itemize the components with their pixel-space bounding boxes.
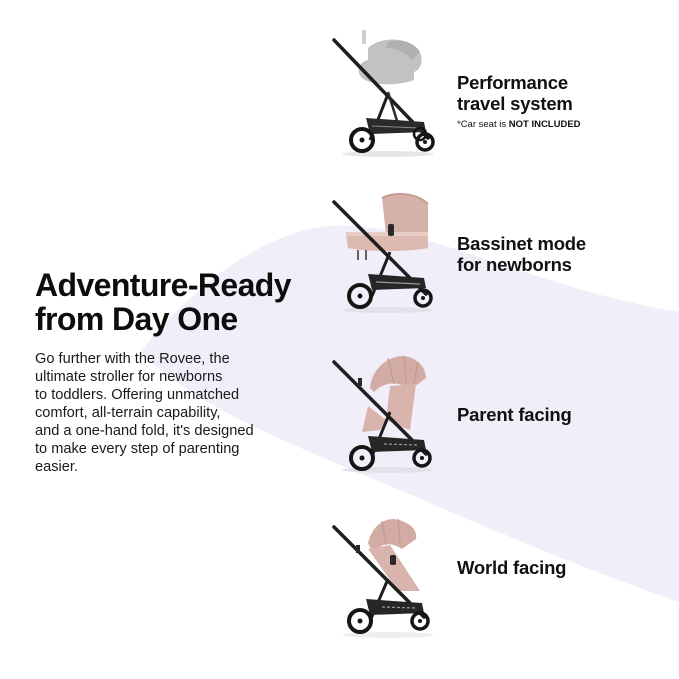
mode-title-line: Performance xyxy=(457,72,568,93)
note-emphasis: NOT INCLUDED xyxy=(508,119,581,130)
mode-title-line: Parent facing xyxy=(457,404,572,425)
mode-label-parent-facing: Parent facing xyxy=(457,404,572,425)
description-line: easier. xyxy=(35,459,78,475)
stroller-parent-facing-image xyxy=(332,355,434,473)
stroller-bassinet-image xyxy=(332,193,434,313)
stroller-world-facing-image xyxy=(332,518,434,638)
mode-label-travel-system: Performance travel system *Car seat is N… xyxy=(457,72,581,131)
headline: Adventure-Ready from Day One xyxy=(35,267,292,337)
stroller-car-seat-image xyxy=(332,30,435,157)
description: Go further with the Rovee, the ultimate … xyxy=(35,350,335,476)
mode-title-line: Bassinet mode xyxy=(457,233,586,254)
description-line: to make every step of parenting xyxy=(35,441,240,457)
note-prefix: *Car seat is xyxy=(457,119,509,130)
mode-title-line: World facing xyxy=(457,557,567,578)
mode-label-world-facing: World facing xyxy=(457,557,566,578)
car-seat-note: *Car seat is NOT INCLUDED xyxy=(457,119,581,131)
description-line: to toddlers. Offering unmatched xyxy=(35,387,240,403)
mode-title-line: for newborns xyxy=(457,254,572,275)
description-line: comfort, all-terrain capability, xyxy=(35,405,221,421)
description-line: and a one-hand fold, it's designed xyxy=(35,423,254,439)
description-line: ultimate stroller for newborns xyxy=(35,369,223,385)
mode-label-bassinet: Bassinet mode for newborns xyxy=(457,233,586,275)
mode-title-line: travel system xyxy=(457,93,573,114)
description-line: Go further with the Rovee, the xyxy=(35,351,230,367)
headline-line-1: Adventure-Ready xyxy=(35,267,292,303)
headline-line-2: from Day One xyxy=(35,301,238,337)
